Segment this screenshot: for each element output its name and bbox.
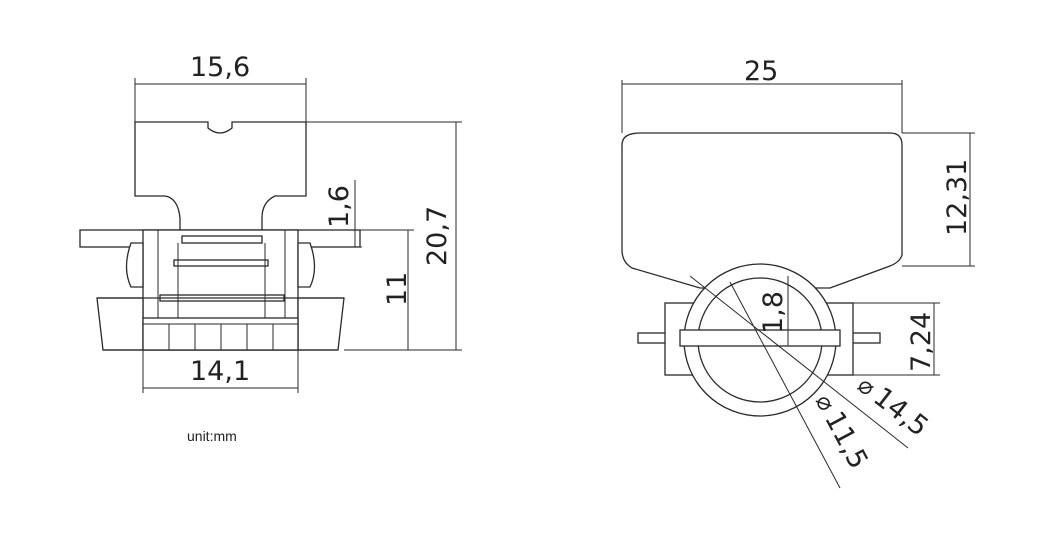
side-view: 25 12,31 7,24 1,8 ⌀ 14,5 ⌀ 11,5 — [621, 56, 975, 489]
dim-inner-diameter: 11,5 — [818, 406, 874, 474]
dim-front-height-body: 11 — [382, 272, 413, 306]
dim-front-height-total: 20,7 — [422, 206, 453, 266]
front-tag-outline — [134, 121, 307, 233]
inner-diameter-leader — [729, 281, 841, 489]
dim-side-flange-height: 7,24 — [906, 312, 937, 372]
front-view: 15,6 20,7 11 1,6 14,1 unit:mm — [79, 52, 462, 444]
unit-label: unit:mm — [187, 428, 237, 444]
dim-side-label-height: 12,31 — [942, 159, 973, 236]
dim-side-slot: 1,8 — [758, 291, 789, 334]
outer-diameter-leader — [689, 275, 909, 449]
dim-front-bottom-width: 14,1 — [190, 356, 250, 387]
dim-front-top-width: 15,6 — [190, 52, 250, 83]
dim-side-width: 25 — [744, 56, 778, 87]
front-base — [96, 297, 144, 351]
dim-front-flange: 1,6 — [324, 185, 355, 228]
front-right-lobe — [297, 242, 316, 288]
front-left-lobe — [125, 242, 144, 288]
side-tag-outline — [621, 132, 903, 289]
dim-outer-diameter: 14,5 — [867, 381, 933, 442]
